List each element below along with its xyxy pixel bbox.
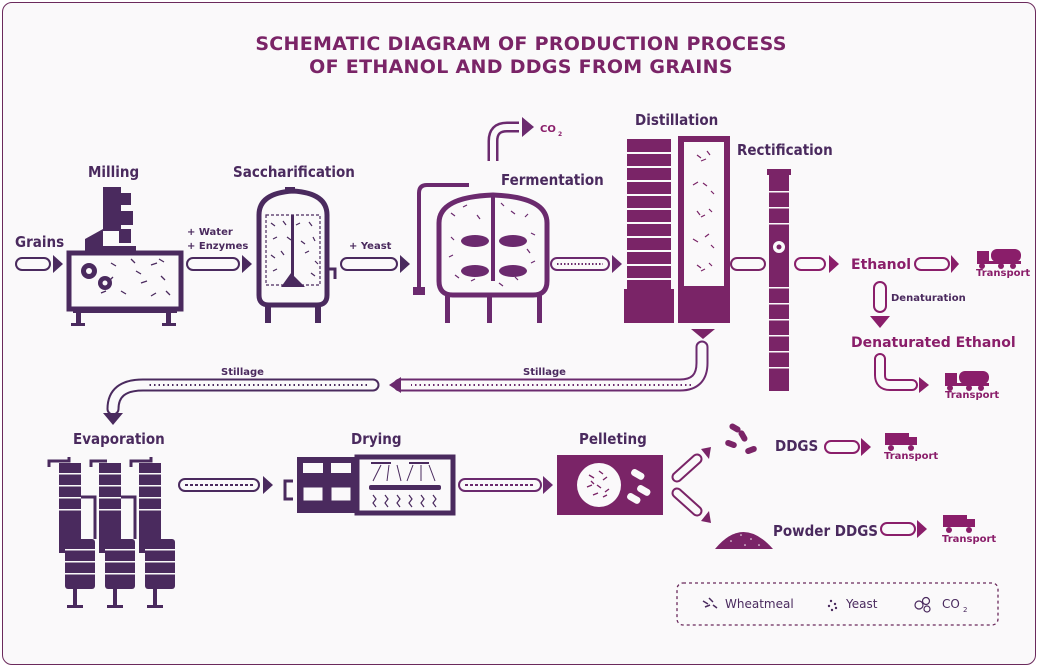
label-drying: Drying [351, 430, 402, 448]
truck-icon-ddgs [885, 433, 917, 451]
label-transport-powder: Transport [942, 534, 996, 545]
tanker-truck-icon [977, 249, 1021, 269]
title-line-1: SCHEMATIC DIAGRAM OF PRODUCTION PROCESS [255, 33, 786, 55]
label-water: + Water [187, 227, 233, 238]
pipe-powder-to-transport [880, 520, 927, 538]
label-co2-top-sub: 2 [558, 131, 562, 138]
label-rectification: Rectification [737, 141, 833, 159]
pipe-pelleting-branch [671, 447, 711, 523]
label-enzymes: + Enzymes [187, 241, 248, 252]
process-diagram: SCHEMATIC DIAGRAM OF PRODUCTION PROCESS … [15, 33, 1030, 626]
label-grains: Grains [15, 233, 64, 251]
label-evaporation: Evaporation [73, 430, 165, 448]
yeast-icon [827, 599, 838, 612]
distillation-column-icon [624, 136, 730, 339]
tanker-truck-icon-2 [945, 371, 989, 391]
evaporator-icon [47, 457, 175, 608]
pipe-grains-to-milling [15, 255, 63, 273]
milling-machine-icon [66, 187, 184, 326]
stillage-pipe [103, 340, 709, 425]
powder-pile-icon [715, 532, 773, 549]
pellet-mill-icon [557, 455, 663, 515]
truck-icon-powder [943, 515, 975, 533]
label-milling: Milling [88, 163, 139, 181]
pipe-saccharification-to-fermentation [340, 255, 410, 273]
pipe-ddgs-to-transport [824, 438, 871, 456]
label-co2-top: CO [540, 124, 556, 135]
legend: Wheatmeal Yeast CO 2 [676, 582, 999, 626]
pipe-evaporation-to-drying [178, 476, 273, 494]
co2-outlet-icon [487, 117, 534, 161]
label-saccharification: Saccharification [233, 163, 355, 181]
pipe-denaturation [870, 281, 890, 328]
title-line-2: OF ETHANOL AND DDGS FROM GRAINS [309, 56, 733, 78]
legend-wheatmeal: Wheatmeal [725, 597, 794, 611]
label-stillage-right: Stillage [523, 367, 566, 378]
label-yeast-add: + Yeast [349, 241, 392, 252]
label-denaturation: Denaturation [891, 293, 966, 304]
pipe-rectification-to-ethanol [794, 255, 839, 273]
co2-icon [914, 596, 931, 613]
pipe-milling-to-saccharification [186, 255, 252, 273]
fermentation-tank-icon [413, 183, 550, 323]
pipe-denatured-to-transport [874, 353, 929, 393]
label-powder-ddgs: Powder DDGS [773, 522, 878, 540]
label-fermentation: Fermentation [501, 171, 604, 189]
legend-co2-sub: 2 [963, 606, 967, 614]
pipe-drying-to-pelleting [458, 476, 553, 494]
label-transport-ddgs: Transport [884, 451, 938, 462]
rectification-column-icon [767, 169, 791, 391]
label-ddgs: DDGS [775, 437, 818, 455]
saccharification-tank-icon [256, 187, 337, 323]
label-transport-ethanol: Transport [976, 268, 1030, 279]
label-stillage-left: Stillage [221, 367, 264, 378]
label-pelleting: Pelleting [579, 430, 647, 448]
label-ethanol: Ethanol [851, 257, 911, 273]
label-transport-denatured: Transport [945, 390, 999, 401]
label-distillation: Distillation [635, 111, 718, 129]
pipe-fermentation-to-distillation [550, 255, 622, 273]
pipe-ethanol-to-transport [914, 255, 959, 273]
legend-yeast: Yeast [845, 597, 878, 611]
ddgs-pellets-icon [725, 423, 757, 455]
wheatmeal-icon [702, 597, 718, 609]
dryer-icon [283, 454, 456, 516]
label-denatured-ethanol: Denaturated Ethanol [851, 335, 1016, 351]
pipe-distillation-to-rectification [730, 257, 766, 271]
legend-co2: CO [942, 597, 960, 611]
